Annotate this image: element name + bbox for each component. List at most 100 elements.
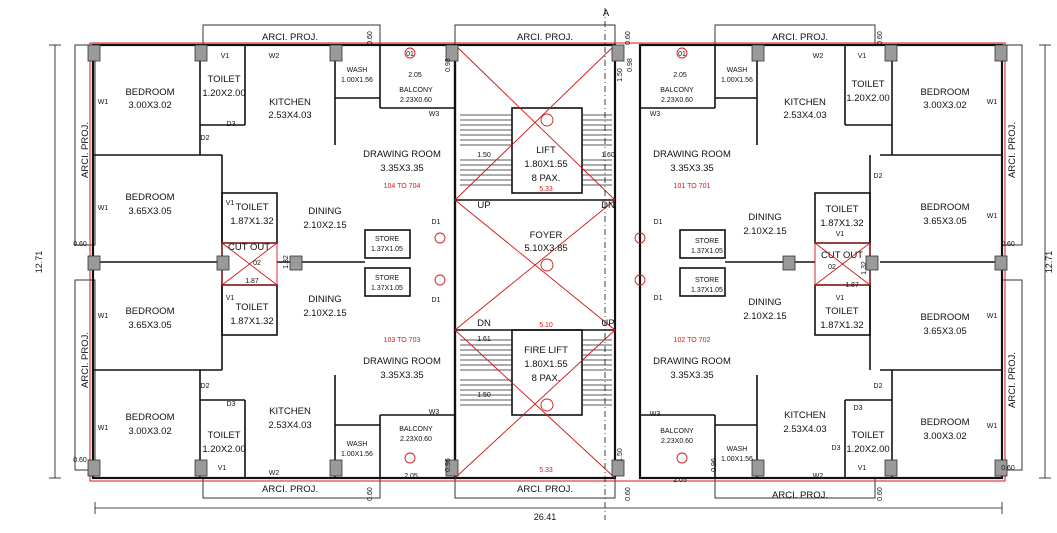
fire-dim: 1.61 (477, 336, 491, 343)
proj-top-center: ARCI. PROJ. (517, 32, 573, 43)
lift-markers (404, 47, 688, 464)
w1-tr: W1 (987, 99, 998, 106)
tr-kitchen: KITCHEN (784, 97, 826, 108)
section-mark: A (603, 8, 610, 19)
tl-toilet2-size: 1.87X1.32 (230, 216, 273, 227)
w2-tr: W2 (813, 53, 824, 60)
tl-kitchen-size: 2.53X4.03 (268, 110, 311, 121)
foyer-name: FOYER (530, 230, 563, 241)
tr-range: 101 TO 701 (674, 183, 711, 190)
overall-width: 26.41 (534, 512, 557, 522)
br-toilet1: TOILET (851, 430, 884, 441)
br-balcony: BALCONY (660, 428, 694, 435)
d2-tl: D2 (201, 135, 210, 142)
tr-drawing-size: 3.35X3.35 (670, 163, 713, 174)
d2-tr: D2 (874, 173, 883, 180)
br-store: STORE (695, 277, 719, 284)
tr-drawing: DRAWING ROOM (653, 149, 731, 160)
cutout-right-w: 1.87 (845, 282, 859, 289)
dim-a-left: 0.60 (73, 241, 87, 248)
tr-kitchen-size: 2.53X4.03 (783, 110, 826, 121)
bl-range: 103 TO 703 (384, 337, 421, 344)
bl-wash: WASH (347, 441, 368, 448)
w3-tl: W3 (429, 111, 440, 118)
lift-size: 1.80X1.55 (524, 159, 567, 170)
dim-c-br: 2.05 (673, 477, 687, 484)
br-toilet2: TOILET (825, 306, 858, 317)
br-kitchen-size: 2.53X4.03 (783, 424, 826, 435)
br-wash: WASH (727, 446, 748, 453)
bl-store-size: 1.37X1.05 (371, 285, 403, 292)
dim-c-tr: 2.05 (673, 72, 687, 79)
tl-toilet1: TOILET (207, 74, 240, 85)
dim-a-right: 0.60 (1001, 241, 1015, 248)
dim-a-br: 0.60 (877, 487, 884, 501)
v1-ml2: V1 (226, 295, 235, 302)
proj-right-upper: ARCI. PROJ. (1007, 122, 1018, 178)
bl-balcony: BALCONY (399, 426, 433, 433)
w1-tl: W1 (98, 99, 109, 106)
tl-store-size: 1.37X1.05 (371, 246, 403, 253)
w2-br: W2 (813, 473, 824, 480)
v1-tl: V1 (221, 53, 230, 60)
lift-capacity: 8 PAX. (532, 173, 561, 184)
stair-treads (460, 114, 612, 406)
w2-bl: W2 (269, 470, 280, 477)
overall-height-left: 12.71 (34, 251, 44, 274)
br-wash-size: 1.00X1.56 (721, 456, 753, 463)
marker-01-tr: 01 (678, 51, 686, 58)
proj-left-lower: ARCI. PROJ. (80, 332, 91, 388)
tl-drawing: DRAWING ROOM (363, 149, 441, 160)
tr-balcony: BALCONY (660, 87, 694, 94)
bl-store: STORE (375, 275, 399, 282)
tr-toilet2-size: 1.87X1.32 (820, 218, 863, 229)
bl-kitchen: KITCHEN (269, 406, 311, 417)
bl-balcony-size: 2.23X0.60 (400, 436, 432, 443)
stair-dn-left: DN (477, 318, 491, 329)
d3-br: D3 (854, 405, 863, 412)
tl-dining: DINING (308, 206, 341, 217)
lift-dim: 1.60 (601, 152, 615, 159)
fire-lift-size: 1.80X1.55 (524, 359, 567, 370)
br-drawing: DRAWING ROOM (653, 356, 731, 367)
stair-up-right: UP (601, 318, 614, 329)
br-store-size: 1.37X1.05 (691, 287, 723, 294)
tr-wash-size: 1.00X1.56 (721, 77, 753, 84)
tr-wash: WASH (727, 67, 748, 74)
tr-bedroom2-size: 3.65X3.05 (923, 216, 966, 227)
bl-dining: DINING (308, 294, 341, 305)
tr-bedroom1: BEDROOM (920, 87, 969, 98)
d1-tl: D1 (432, 219, 441, 226)
fire-lift-name: FIRE LIFT (524, 345, 568, 356)
tl-range: 104 TO 704 (384, 183, 421, 190)
br-bedroom2-size: 3.65X3.05 (923, 326, 966, 337)
marker-01-tl: 01 (406, 51, 414, 58)
tl-wash-size: 1.00X1.56 (341, 77, 373, 84)
tr-dining-size: 2.10X2.15 (743, 226, 786, 237)
stair-dn-right: DN (601, 200, 615, 211)
tr-store: STORE (695, 238, 719, 245)
v1-ml1: V1 (226, 200, 235, 207)
dim-c-bl: 2.05 (404, 473, 418, 480)
bl-bedroom1: BEDROOM (125, 412, 174, 423)
tr-toilet1: TOILET (851, 79, 884, 90)
core-width-mid: 5.10 (539, 322, 553, 329)
fire-lift-capacity: 8 PAX. (532, 373, 561, 384)
br-toilet2-size: 1.87X1.32 (820, 320, 863, 331)
bl-kitchen-size: 2.53X4.03 (268, 420, 311, 431)
br-bedroom1-size: 3.00X3.02 (923, 431, 966, 442)
w1-mr1: W1 (987, 213, 998, 220)
bl-toilet2: TOILET (235, 302, 268, 313)
br-kitchen: KITCHEN (784, 410, 826, 421)
bl-dining-size: 2.10X2.15 (303, 308, 346, 319)
v1-tr: V1 (858, 53, 867, 60)
bl-toilet1-size: 1.20X2.00 (202, 444, 245, 455)
core-width-top: 5.33 (539, 186, 553, 193)
bl-drawing-size: 3.35X3.35 (380, 370, 423, 381)
proj-right-lower: ARCI. PROJ. (1007, 352, 1018, 408)
w2-tl: W2 (269, 53, 280, 60)
w1-ml2: W1 (98, 313, 109, 320)
tr-dining: DINING (748, 212, 781, 223)
